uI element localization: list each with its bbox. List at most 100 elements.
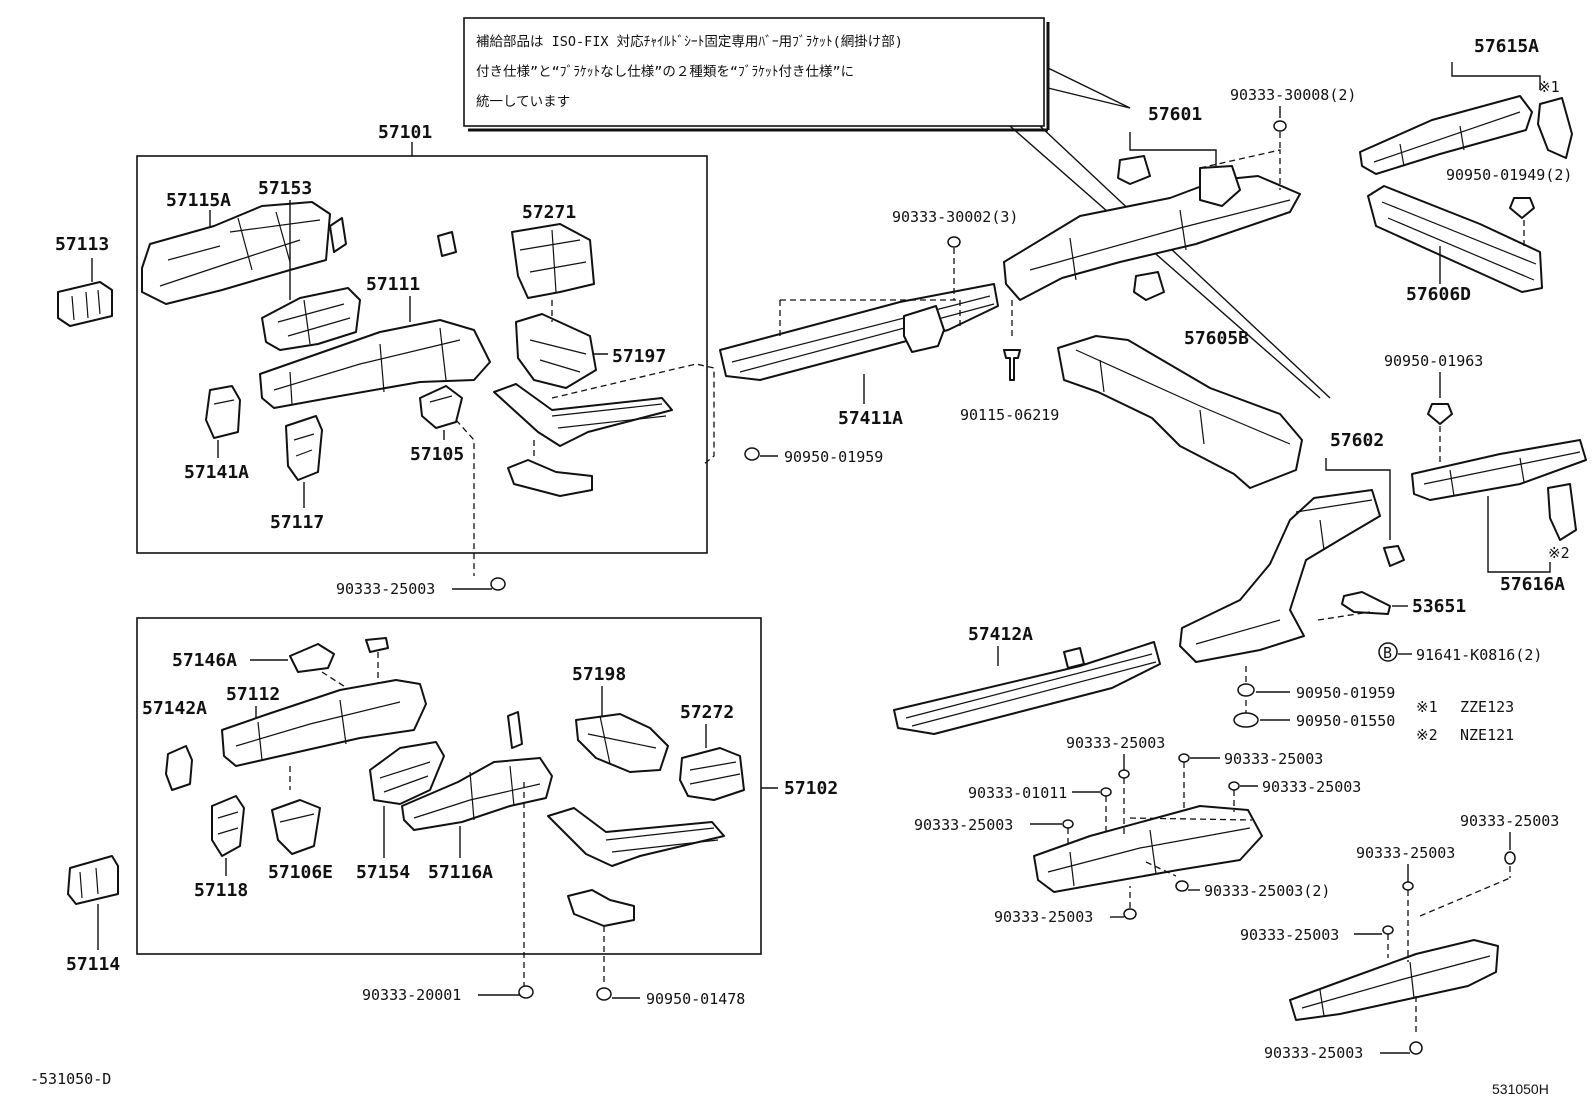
part-90333-30002: 90333-30002(3) <box>892 208 1018 300</box>
part-90950-01959-a: 90950-01959 <box>744 447 883 466</box>
part-57146A: 57146A <box>172 637 389 691</box>
part-90333-25003-g: 90333-25003 <box>994 886 1137 926</box>
part-53651: 53651 <box>1317 591 1466 621</box>
svg-text:90333-25003: 90333-25003 <box>1066 734 1165 752</box>
svg-text:57601: 57601 <box>1148 104 1202 125</box>
svg-text:57615A: 57615A <box>1474 36 1539 57</box>
part-90333-30008: 90333-30008(2) <box>1230 86 1356 150</box>
svg-text:57154: 57154 <box>356 862 410 883</box>
svg-text:57106E: 57106E <box>268 862 333 883</box>
part-57602: 57602 <box>1179 430 1405 663</box>
svg-text:57118: 57118 <box>194 880 248 901</box>
svg-text:90950-01959: 90950-01959 <box>784 448 883 466</box>
part-90115-06219: 90115-06219 <box>960 300 1059 424</box>
svg-text:※2: ※2 <box>1416 726 1438 744</box>
svg-text:90333-25003: 90333-25003 <box>914 816 1013 834</box>
svg-text:57272: 57272 <box>680 702 734 723</box>
label-57101: 57101 <box>378 122 432 143</box>
part-90333-25003-j: 90333-25003 <box>1240 925 1394 958</box>
part-57141A: 57141A <box>184 385 249 483</box>
part-57616A: ※2 57616A <box>1411 439 1587 595</box>
note-box: 補給部品は ISO-FIX 対応ﾁｬｲﾙﾄﾞｼｰﾄ固定専用ﾊﾞｰ用ﾌﾞﾗｹｯﾄ(… <box>463 17 1050 132</box>
svg-text:※1: ※1 <box>1538 78 1560 96</box>
part-57601: 57601 <box>1003 104 1301 301</box>
svg-text:90950-01550: 90950-01550 <box>1296 712 1395 730</box>
svg-text:57146A: 57146A <box>172 650 237 671</box>
svg-text:57117: 57117 <box>270 512 324 533</box>
part-57272: 57272 <box>679 702 745 801</box>
svg-text:90333-25003: 90333-25003 <box>1240 926 1339 944</box>
svg-text:※2: ※2 <box>1548 544 1570 562</box>
svg-text:90333-30002(3): 90333-30002(3) <box>892 208 1018 226</box>
svg-text:※1: ※1 <box>1416 698 1438 716</box>
svg-text:57412A: 57412A <box>968 624 1033 645</box>
part-90950-01949: 90950-01949(2) <box>1446 166 1572 219</box>
part-90333-25003-c: 90333-25003 <box>1178 750 1323 812</box>
svg-text:57198: 57198 <box>572 664 626 685</box>
part-90950-01550: 90950-01550 <box>1233 700 1395 730</box>
svg-text:90333-25003: 90333-25003 <box>1460 812 1559 830</box>
svg-text:B: B <box>1383 644 1392 662</box>
part-90333-25003-f: 90333-25003(2) <box>1175 880 1330 900</box>
part-57411A: 57411A <box>719 283 999 429</box>
svg-text:90115-06219: 90115-06219 <box>960 406 1059 424</box>
note-line-1: 補給部品は ISO-FIX 対応ﾁｬｲﾙﾄﾞｼｰﾄ固定専用ﾊﾞｰ用ﾌﾞﾗｹｯﾄ(… <box>476 34 903 50</box>
part-57198: 57198 <box>572 664 669 773</box>
part-90333-25003-h: 90333-25003 <box>1460 812 1559 878</box>
svg-text:90950-01478: 90950-01478 <box>646 990 745 1008</box>
part-57117: 57117 <box>270 415 324 533</box>
part-91641-K0816: B 91641-K0816(2) <box>1378 642 1542 664</box>
svg-text:90333-25003: 90333-25003 <box>1264 1044 1363 1062</box>
svg-text:90333-25003: 90333-25003 <box>1356 844 1455 862</box>
part-90950-01963: 90950-01963 <box>1384 352 1483 462</box>
svg-text:90333-20001: 90333-20001 <box>362 986 461 1004</box>
part-90950-01959-b: 90950-01959 <box>1237 666 1395 702</box>
svg-text:57197: 57197 <box>612 346 666 367</box>
svg-text:57602: 57602 <box>1330 430 1384 451</box>
part-90333-25003-e: 90333-25003 <box>914 816 1074 846</box>
part-57112: 57112 <box>221 679 427 790</box>
svg-text:57142A: 57142A <box>142 698 207 719</box>
svg-text:90950-01949(2): 90950-01949(2) <box>1446 166 1572 184</box>
part-57271: 57271 <box>511 202 595 299</box>
part-90333-25003-i: 90333-25003 <box>1356 844 1455 962</box>
svg-text:90333-30008(2): 90333-30008(2) <box>1230 86 1356 104</box>
svg-text:90333-25003: 90333-25003 <box>1224 750 1323 768</box>
part-90333-20001: 90333-20001 <box>362 782 534 1004</box>
svg-text:57605B: 57605B <box>1184 328 1249 349</box>
variant-legend: ※1 ZZE123 ※2 NZE121 <box>1416 698 1514 744</box>
svg-text:91641-K0816(2): 91641-K0816(2) <box>1416 646 1542 664</box>
svg-text:90333-25003(2): 90333-25003(2) <box>1204 882 1330 900</box>
svg-text:57271: 57271 <box>522 202 576 223</box>
svg-text:90950-01959: 90950-01959 <box>1296 684 1395 702</box>
svg-text:57113: 57113 <box>55 234 109 255</box>
footer-left-code: -531050-D <box>30 1070 111 1088</box>
svg-text:57112: 57112 <box>226 684 280 705</box>
svg-text:57111: 57111 <box>366 274 420 295</box>
part-90333-25003-k: 90333-25003 <box>1264 996 1423 1062</box>
assembly-frame-57102: 57102 <box>136 617 838 955</box>
part-57105: 57105 <box>410 385 475 576</box>
svg-text:53651: 53651 <box>1412 596 1466 617</box>
svg-text:90333-25003: 90333-25003 <box>994 908 1093 926</box>
part-57154: 57154 <box>356 741 445 883</box>
svg-text:90333-25003: 90333-25003 <box>1262 778 1361 796</box>
svg-text:90333-25003: 90333-25003 <box>336 580 435 598</box>
svg-text:57606D: 57606D <box>1406 284 1471 305</box>
part-57606D: 57606D <box>1367 185 1543 305</box>
part-sill-front <box>547 807 725 986</box>
part-57115A: 57115A <box>141 190 331 305</box>
svg-text:57105: 57105 <box>410 444 464 465</box>
part-57111: 57111 <box>259 231 491 409</box>
part-57615A: 57615A ※1 <box>1359 36 1573 175</box>
part-sill-rear <box>493 383 673 497</box>
svg-text:57153: 57153 <box>258 178 312 199</box>
note-line-2: 付き仕様”と“ﾌﾞﾗｹｯﾄなし仕様”の２種類を“ﾌﾞﾗｹｯﾄ付き仕様”に <box>476 64 854 80</box>
svg-text:90333-01011: 90333-01011 <box>968 784 1067 802</box>
svg-text:57115A: 57115A <box>166 190 231 211</box>
part-90333-01011: 90333-01011 <box>968 784 1112 834</box>
svg-text:ZZE123: ZZE123 <box>1460 698 1514 716</box>
part-57412A: 57412A <box>893 624 1161 735</box>
part-57116A: 57116A <box>401 711 553 883</box>
